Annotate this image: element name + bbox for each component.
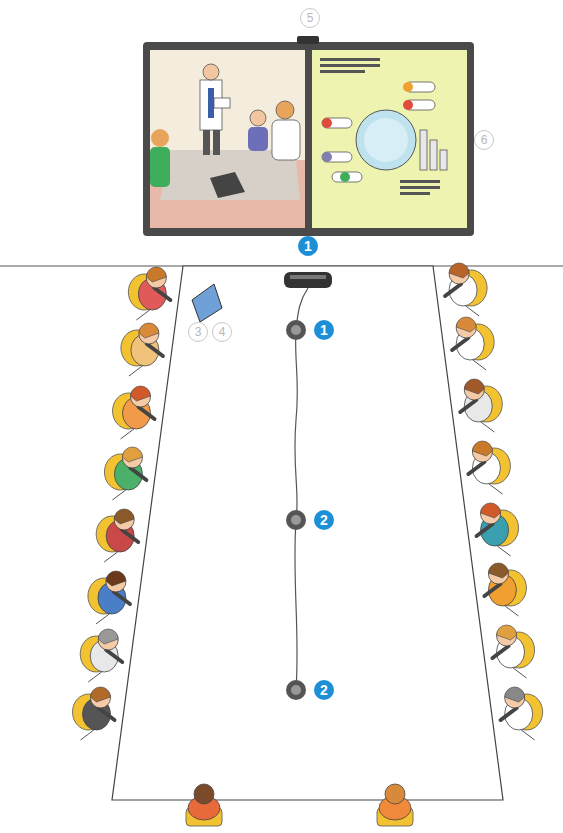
person	[452, 317, 494, 370]
mic-cable	[295, 288, 308, 690]
person	[468, 441, 510, 494]
display-screen	[143, 36, 474, 236]
callout-number: 2	[314, 680, 334, 700]
speaker-unit	[284, 272, 332, 288]
faint-callout-number: 5	[300, 8, 320, 28]
person	[121, 323, 163, 376]
person	[113, 386, 155, 439]
callout-number: 2	[314, 510, 334, 530]
person	[186, 784, 222, 826]
person	[460, 379, 502, 432]
person	[80, 629, 122, 682]
laptop	[192, 284, 222, 322]
person	[88, 571, 130, 624]
person	[484, 563, 526, 616]
person	[377, 784, 413, 826]
microphone	[286, 320, 306, 340]
faint-callout-number: 3	[188, 322, 208, 342]
microphone	[286, 510, 306, 530]
faint-callout-number: 4	[212, 322, 232, 342]
conference-table	[112, 266, 503, 800]
person	[128, 267, 170, 320]
person	[445, 263, 487, 316]
person	[501, 687, 543, 740]
faint-callout-number: 6	[474, 130, 494, 150]
microphone	[286, 680, 306, 700]
person	[96, 509, 138, 562]
person	[72, 687, 114, 740]
person	[493, 625, 535, 678]
person	[104, 447, 146, 500]
person	[477, 503, 519, 556]
camera	[297, 36, 319, 44]
callout-number: 1	[298, 236, 318, 256]
callout-number: 1	[314, 320, 334, 340]
